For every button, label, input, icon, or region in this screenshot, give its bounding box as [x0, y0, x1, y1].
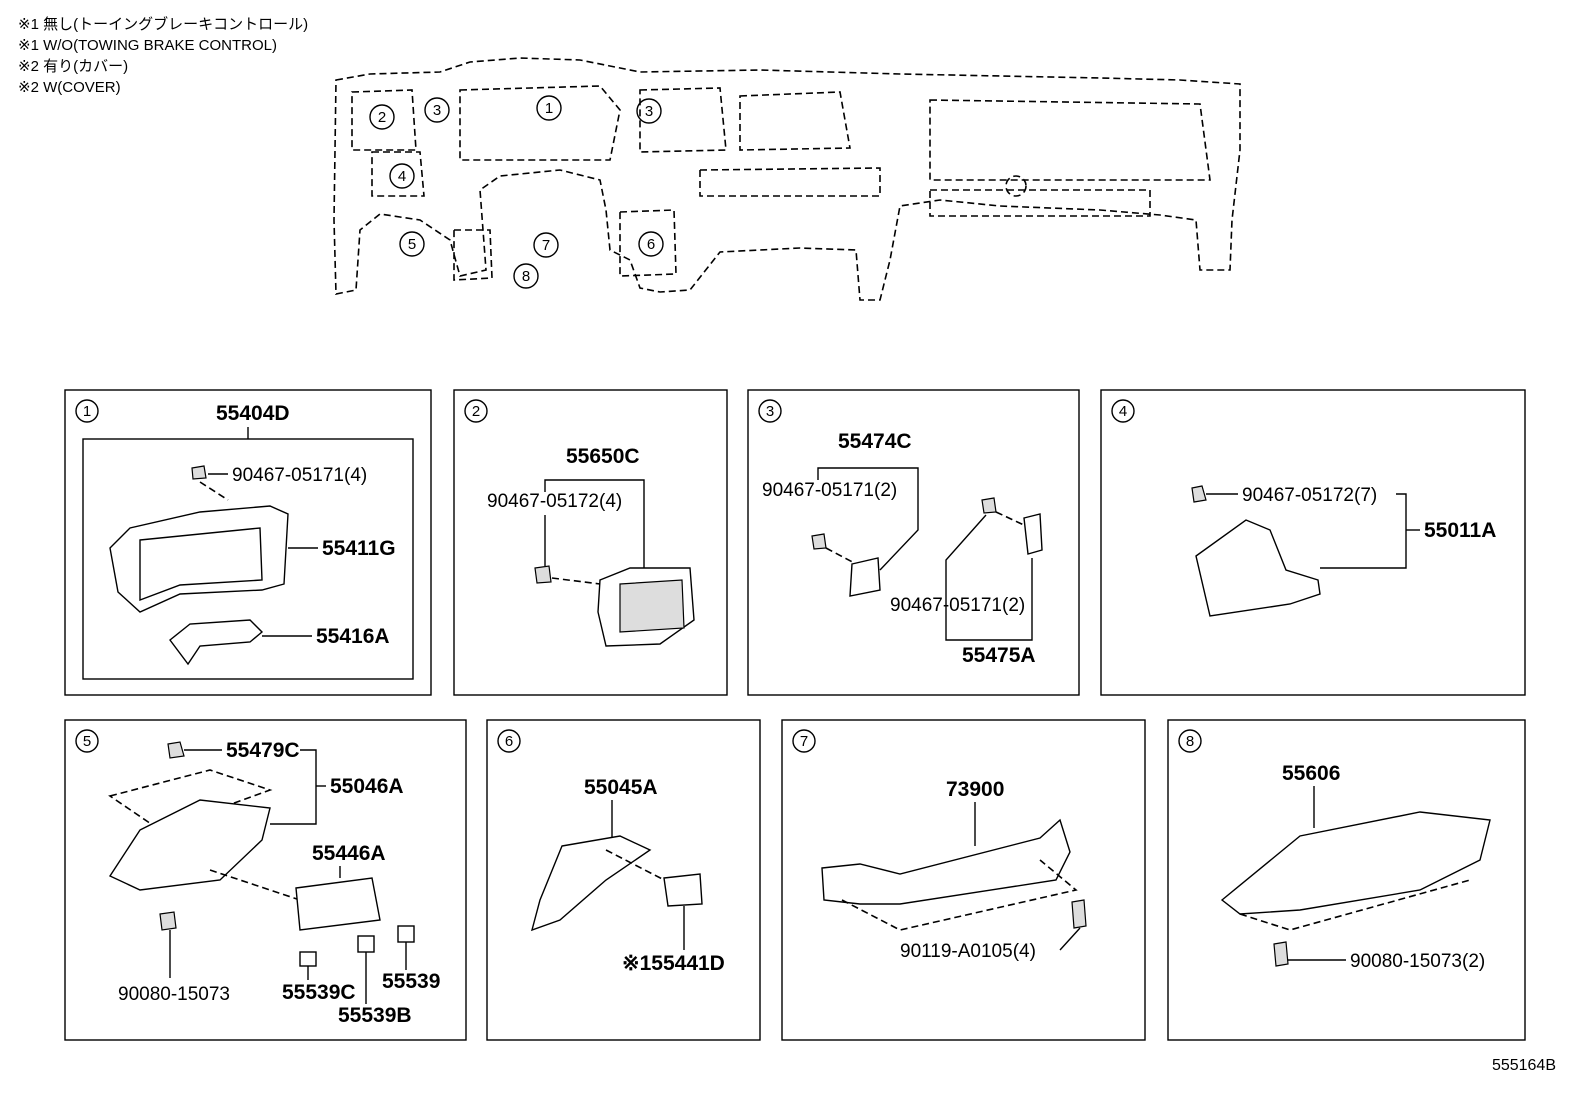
svg-text:5: 5	[83, 733, 91, 750]
note-2: ※1 W/O(TOWING BRAKE CONTROL)	[18, 37, 277, 54]
side-panel-right	[1023, 513, 1043, 555]
callout-2: 2	[369, 104, 395, 130]
lower-panel-center	[530, 835, 652, 932]
svg-text:55446A: 55446A	[312, 842, 386, 865]
svg-text:4: 4	[398, 168, 406, 185]
svg-text:1: 1	[545, 100, 553, 117]
svg-text:1: 1	[83, 403, 91, 420]
svg-text:55650C: 55650C	[566, 445, 640, 468]
svg-text:55011A: 55011A	[1424, 519, 1496, 542]
svg-text:55046A: 55046A	[330, 775, 404, 798]
svg-text:4: 4	[1119, 403, 1127, 420]
clip-icon	[1191, 485, 1207, 503]
note-3: ※2 有り(カバー)	[18, 58, 129, 75]
svg-text:6: 6	[647, 236, 655, 253]
svg-text:55479C: 55479C	[226, 739, 300, 762]
bolt-icon	[1273, 941, 1289, 967]
svg-text:90467-05171(2): 90467-05171(2)	[890, 595, 1025, 616]
svg-text:2: 2	[378, 109, 386, 126]
panel-6: 6 55045A ※155441D	[486, 719, 761, 1041]
clip-icon	[191, 465, 207, 480]
note-1: ※1 無し(トーイングブレーキコントロール)	[18, 16, 309, 33]
svg-text:3: 3	[645, 103, 653, 120]
callout-8: 8	[513, 263, 539, 289]
svg-text:8: 8	[522, 268, 530, 285]
cluster-finish-panel	[109, 505, 289, 613]
panel-1: 1 55404D 90467-05171(4) 55411G 55416A	[64, 389, 432, 696]
svg-text:55539C: 55539C	[282, 981, 356, 1004]
svg-text:55411G: 55411G	[322, 537, 396, 560]
callout-1: 1	[536, 95, 562, 121]
side-panel-left	[849, 557, 881, 597]
panel-4: 4 90467-05172(7) 55011A	[1100, 389, 1526, 696]
svg-text:※155441D: ※155441D	[622, 952, 725, 975]
svg-text:3: 3	[433, 102, 441, 119]
clip-icon	[981, 497, 997, 514]
svg-text:90467-05171(4): 90467-05171(4)	[232, 465, 367, 486]
svg-text:55539B: 55539B	[338, 1004, 412, 1027]
switch-hole-cover	[397, 925, 415, 943]
callout-4: 4	[389, 163, 415, 189]
notes: ※1 無し(トーイングブレーキコントロール) ※1 W/O(TOWING BRA…	[18, 14, 308, 98]
svg-text:90080-15073(2): 90080-15073(2)	[1350, 951, 1485, 972]
callout-5: 5	[399, 231, 425, 257]
svg-text:90467-05172(7): 90467-05172(7)	[1242, 485, 1377, 506]
clip-icon	[534, 565, 552, 584]
panel-5: 5 55479C 55046A 55446A 90080-15073 55539…	[64, 719, 467, 1041]
svg-text:90467-05172(4): 90467-05172(4)	[487, 491, 622, 512]
svg-text:55606: 55606	[1282, 762, 1340, 785]
svg-text:90119-A0105(4): 90119-A0105(4)	[900, 941, 1036, 962]
callout-3a: 3	[424, 97, 450, 123]
switch-hole-cover-b	[357, 935, 375, 953]
svg-text:90467-05171(2): 90467-05171(2)	[762, 480, 897, 501]
lower-panel-box	[108, 799, 271, 891]
label-55404D: 55404D	[216, 402, 290, 425]
instrument-panel-overview	[333, 57, 1241, 301]
panel-2: 2 55650C 90467-05172(4)	[453, 389, 728, 696]
overview-callouts: 1 2 3 3 4 5 6 7 8	[369, 95, 664, 289]
clip-icon	[167, 741, 185, 759]
svg-text:55539: 55539	[382, 970, 440, 993]
svg-text:8: 8	[1186, 733, 1194, 750]
reinforcement-bracket	[821, 818, 1071, 905]
bolt-icon	[1071, 899, 1087, 929]
callout-7: 7	[533, 232, 559, 258]
clip-icon	[811, 533, 827, 550]
bezel-switch-hole	[663, 873, 703, 907]
svg-text:6: 6	[505, 733, 513, 750]
diagram-reference: 555164B	[1491, 1057, 1556, 1074]
switch-base	[295, 877, 381, 931]
note-4: ※2 W(COVER)	[18, 79, 121, 96]
switch-hole-cover-c	[299, 951, 317, 967]
svg-text:7: 7	[542, 237, 550, 254]
svg-text:3: 3	[766, 403, 774, 420]
svg-text:90080-15073: 90080-15073	[118, 984, 230, 1005]
svg-text:5: 5	[408, 236, 416, 253]
panel-3: 3 55474C 90467-05171(2) 90467-05171(2) 5…	[747, 389, 1080, 696]
svg-text:55416A: 55416A	[316, 625, 390, 648]
bolt-icon	[159, 911, 177, 931]
svg-text:7: 7	[800, 733, 808, 750]
svg-text:55474C: 55474C	[838, 430, 912, 453]
panel-7: 7 73900 90119-A0105(4)	[781, 719, 1146, 1041]
svg-text:55045A: 55045A	[584, 776, 658, 799]
panel-8: 8 55606 90080-15073(2)	[1167, 719, 1526, 1041]
lower-cover	[1220, 811, 1491, 915]
callout-3b: 3	[636, 98, 662, 124]
lower-finish-panel	[1195, 519, 1321, 617]
svg-text:55475A: 55475A	[962, 644, 1036, 667]
svg-text:2: 2	[472, 403, 480, 420]
callout-6: 6	[638, 231, 664, 257]
svg-text:73900: 73900	[946, 778, 1004, 801]
cluster-lower-panel	[169, 619, 264, 666]
